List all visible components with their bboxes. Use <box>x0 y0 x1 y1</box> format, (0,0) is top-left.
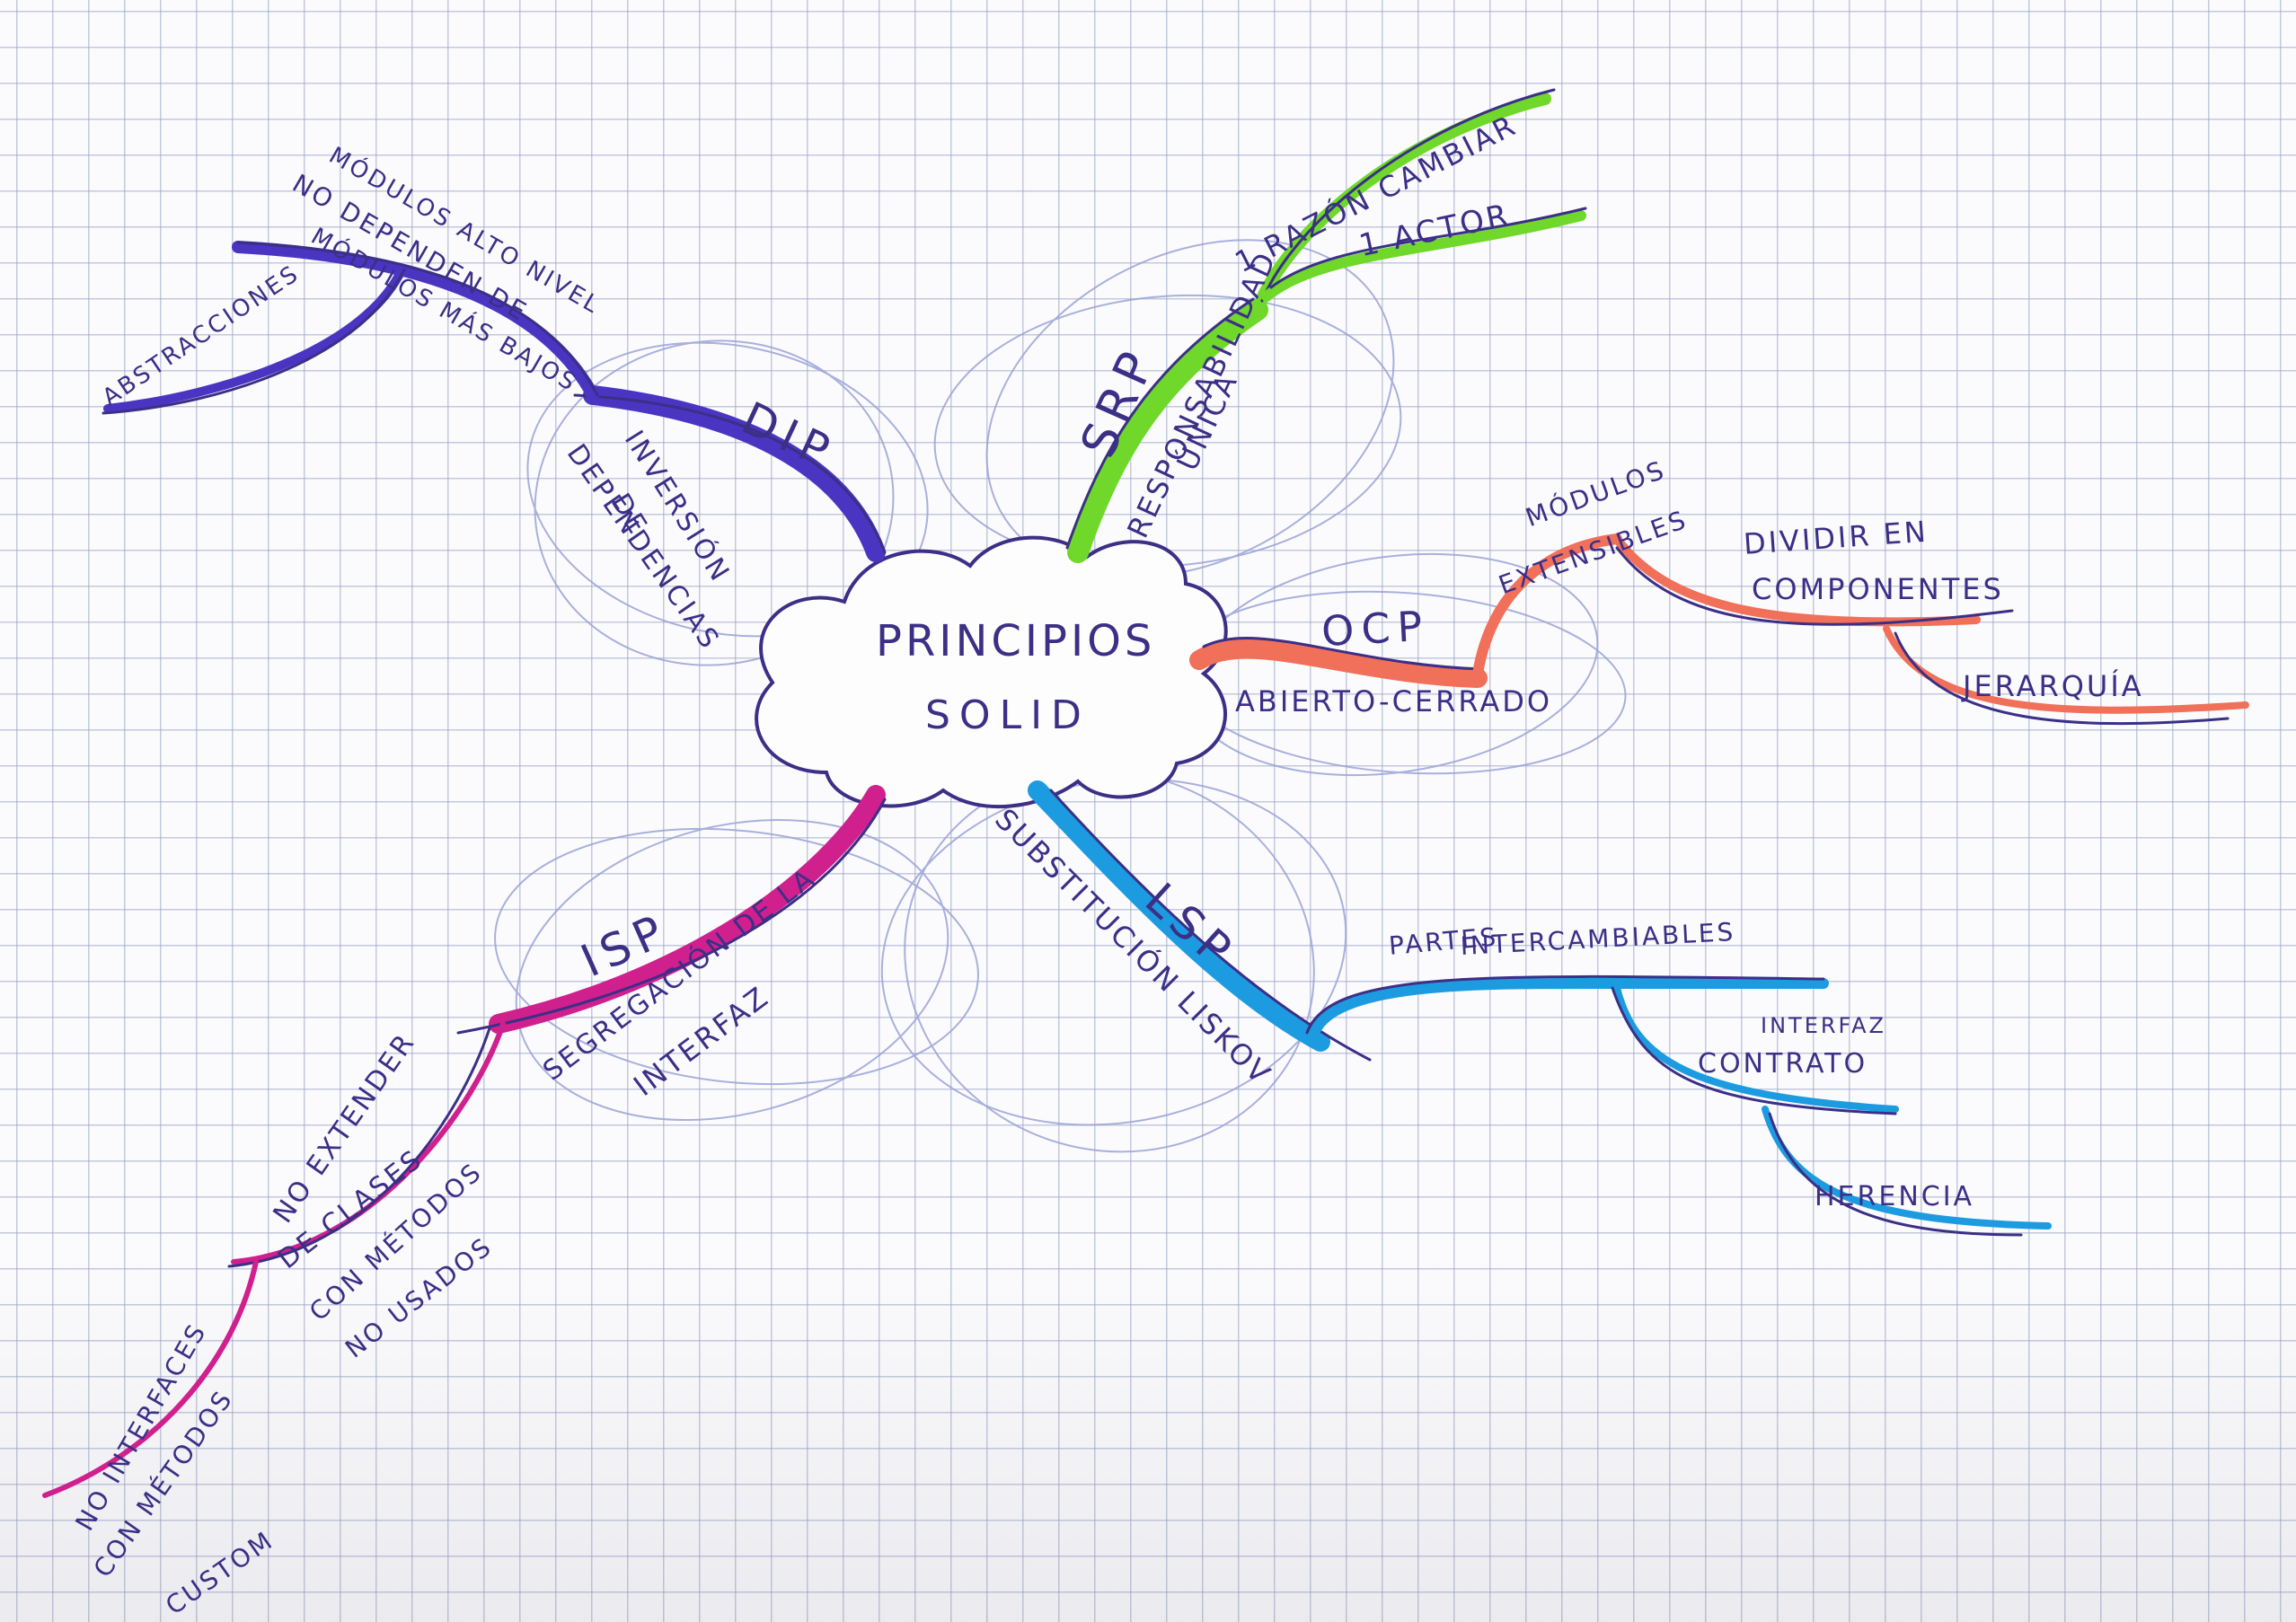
lsp-leaf2-line1: INTERFAZ <box>1761 1013 1886 1038</box>
isp-leaf1-branch <box>231 1021 506 1265</box>
lsp-leaf1-branch <box>1306 977 1829 1047</box>
ocp-branches <box>1189 533 2249 726</box>
ocp-leaf3: JERARQUÍA <box>1963 669 2144 703</box>
lsp-leaf3-branch <box>1762 1106 2052 1230</box>
dip-leaf2-underline <box>102 268 406 415</box>
ocp-main-branch <box>1189 639 1488 688</box>
isp-circle <box>515 818 949 1122</box>
lsp-leaf2-branch <box>1613 984 1899 1113</box>
lsp-leaf2-line2: CONTRATO <box>1698 1048 1868 1080</box>
lsp-leaf3-underline <box>1768 1112 2023 1237</box>
srp-leaf2-underline <box>1269 207 1587 289</box>
dip-leaf1-underline <box>236 241 599 397</box>
central-cloud <box>755 535 1228 809</box>
ocp-acronym: OCP <box>1320 601 1431 656</box>
ocp-main-underline <box>1202 637 1484 671</box>
ocp-leaf3-underline <box>1894 631 2230 726</box>
dip-main-underline <box>573 393 887 554</box>
srp-branches <box>1065 88 1587 563</box>
srp-main-outline <box>1065 297 1255 550</box>
lsp-leaf3: HERENCIA <box>1815 1181 1975 1212</box>
isp-main-underline <box>456 798 887 1035</box>
srp-main-branch <box>1067 299 1268 563</box>
center-title-line2: SOLID <box>925 692 1091 738</box>
lsp-leaf1-underline <box>1305 974 1825 1035</box>
ocp-leaf1-branch <box>1472 533 1622 679</box>
isp-branches <box>42 785 887 1498</box>
ocp-leaf2-line2: COMPONENTES <box>1752 572 2004 606</box>
ocp-leaf2-underline <box>1615 546 2014 626</box>
dip-leaf2-branch <box>103 269 404 413</box>
paper-shadow <box>0 1257 2296 1622</box>
isp-circle-2 <box>494 827 979 1086</box>
srp-circle <box>985 239 1395 578</box>
dip-leaf1-branch <box>232 241 599 401</box>
ocp-leaf3-branch <box>1883 625 2249 714</box>
dip-circle-2 <box>526 341 929 638</box>
lsp-branches <box>1028 780 2052 1237</box>
dip-branches <box>102 241 887 562</box>
lsp-main-underline <box>1049 789 1372 1062</box>
srp-leaf2-branch <box>1261 210 1586 302</box>
lsp-leaf2-underline <box>1611 986 1897 1115</box>
center-title-line1: PRINCIPIOS <box>876 616 1156 666</box>
lsp-main-branch <box>1028 780 1330 1052</box>
isp-leaf1-underline <box>227 1027 491 1268</box>
dip-main-branch <box>583 385 886 562</box>
isp-leaf2-branch <box>42 1259 259 1498</box>
srp-leaf1-underline <box>1260 88 1556 303</box>
ocp-name: ABIERTO-CERRADO <box>1235 684 1553 718</box>
isp-main-branch <box>489 785 886 1034</box>
